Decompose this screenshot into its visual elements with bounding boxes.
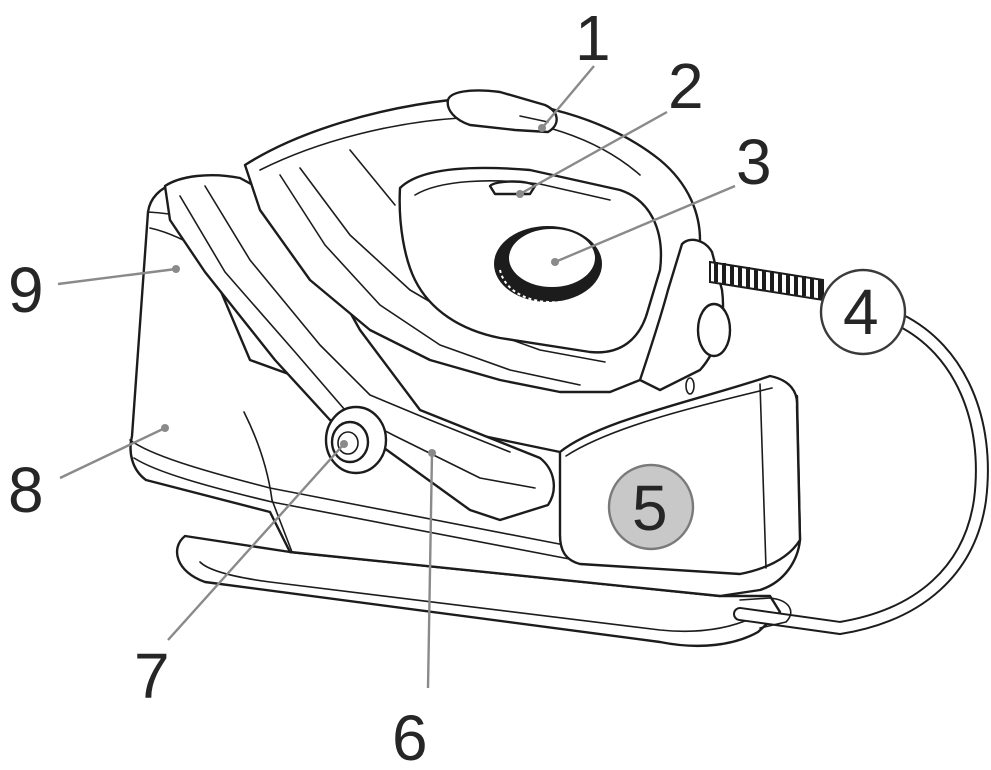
callout-5-badge [607,463,695,551]
callout-3: 3 [736,126,772,198]
callout-4: 4 [843,276,879,348]
callout-7: 7 [134,640,170,712]
leader-2 [519,110,668,196]
leader-1-dot [538,124,546,132]
lock-knob [324,405,388,475]
leader-9 [57,267,177,286]
leader-6-dot [428,449,436,457]
leader-7 [167,443,345,641]
leader-lines [57,65,736,689]
leader-6 [426,452,434,689]
leader-3-dot [551,258,559,266]
iron-body [243,89,702,394]
base-plate [175,534,782,648]
callout-8: 8 [8,454,44,526]
callout-6: 6 [392,702,428,770]
leader-7-dot [340,440,348,448]
leader-3 [554,184,736,264]
hose-connector [638,238,824,395]
callout-5: 5 [632,472,668,544]
steam-hose [733,313,989,636]
callout-2: 2 [668,50,704,122]
callout-4-badge [819,268,907,356]
leader-9-dot [172,265,180,273]
leader-8-dot [161,424,169,432]
leader-8 [59,426,166,480]
callout-1: 1 [575,2,611,74]
temperature-dial [494,226,602,304]
leader-2-dot [516,190,524,198]
callout-labels: 1 2 3 4 5 6 7 8 9 [8,2,879,770]
leader-1 [541,65,595,129]
callout-9: 9 [8,254,44,326]
